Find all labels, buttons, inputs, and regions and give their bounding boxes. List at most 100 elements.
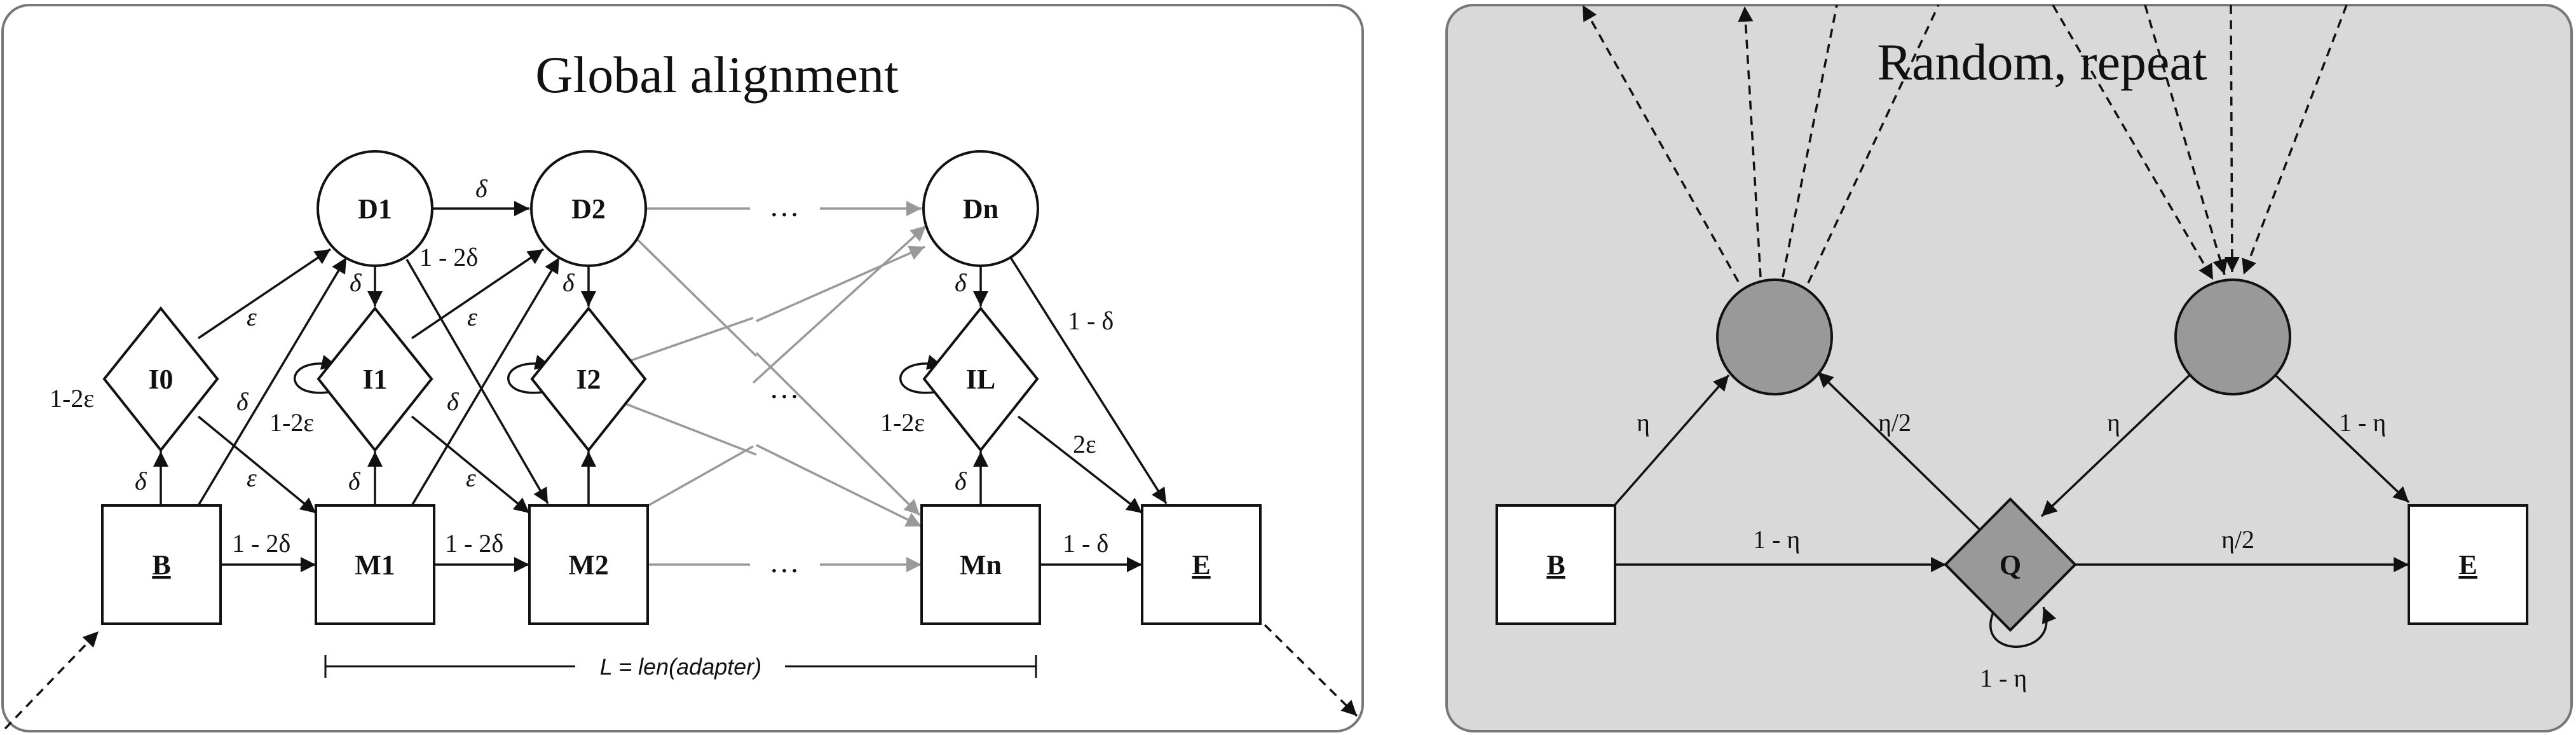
- lbl-d1-i1: δ: [350, 268, 362, 297]
- edge-m2-out-faded: [648, 445, 754, 507]
- dashed-incoming-edges: [2052, 4, 2348, 280]
- loop-q: [1989, 598, 2057, 648]
- dashed-outgoing-edges: [1581, 4, 1940, 284]
- edge-in-b-dashed: [4, 630, 100, 730]
- ellipsis-bottom: …: [769, 546, 801, 579]
- lbl-il-e: 2ε: [1073, 430, 1096, 458]
- lbl-b-q: 1 - η: [1753, 525, 1800, 554]
- edge-i2-out2-faded: [625, 402, 757, 456]
- node-b-right: [1496, 504, 1616, 625]
- label-d1: D1: [358, 193, 392, 224]
- loop-il: [899, 355, 950, 394]
- edge-b-d1: [197, 257, 348, 506]
- edge-i1-d2: [411, 248, 544, 340]
- edge-e-out-dashed: [1264, 624, 1358, 717]
- dash-in-2: [2144, 4, 2228, 275]
- edge-in-dn2-faded: [756, 245, 925, 322]
- node-i2: [530, 306, 647, 453]
- length-label-bg: [575, 652, 785, 681]
- node-dn: [922, 150, 1039, 267]
- lbl-mn-e: 1 - δ: [1063, 529, 1108, 558]
- dash-in-1: [2052, 4, 2214, 280]
- edge-in-dn-faded: [752, 224, 927, 384]
- edge-in-mn2-faded: [755, 352, 921, 516]
- right-edge-labels: η η/2 η 1 - η 1 - η η/2 1 - η: [1637, 408, 2386, 692]
- lbl-m1-d2: δ: [447, 387, 460, 416]
- node-m2: [528, 504, 649, 625]
- lbl-b-i0: δ: [135, 467, 147, 495]
- label-i1: I1: [362, 364, 387, 395]
- edges-black: [4, 201, 1358, 730]
- edge-labels: δ 1 - 2δ δ δ δ ε ε δ δ 1-2ε 1-2ε 1-2ε ε …: [50, 174, 1114, 558]
- label-d2: D2: [571, 193, 606, 224]
- label-il: IL: [966, 364, 995, 395]
- lbl-i0-m1: ε: [247, 464, 257, 492]
- ellipsis-middle: …: [769, 371, 801, 405]
- node-mn: [920, 504, 1041, 625]
- lbl-i1-self: 1-2ε: [269, 408, 314, 437]
- delete-nodes: [317, 150, 1039, 267]
- lbl-il-self: 1-2ε: [880, 408, 925, 437]
- right-panel-title: Random, repeat: [1877, 33, 2207, 91]
- lbl-d1-d2: δ: [475, 174, 488, 203]
- label-e-right: E: [2458, 549, 2477, 580]
- label-e: E: [1192, 549, 1210, 580]
- label-b-right: B: [1546, 549, 1565, 580]
- edge-d1-m2: [405, 259, 549, 504]
- edge-dn-e: [1009, 257, 1168, 504]
- lbl-q-gray1: η/2: [1878, 408, 1911, 437]
- lbl-d2-i2: δ: [562, 268, 575, 297]
- edges-gray: [625, 201, 927, 572]
- lbl-b-m1: 1 - 2δ: [232, 529, 290, 558]
- label-q: Q: [2000, 549, 2021, 580]
- match-nodes: [101, 504, 1262, 625]
- label-m1: M1: [355, 549, 395, 580]
- lbl-i1-d2: ε: [467, 303, 477, 331]
- dash-in-4: [2242, 4, 2348, 275]
- node-m1: [315, 504, 435, 625]
- edge-i0-d1: [198, 248, 331, 340]
- length-label: L = len(adapter): [600, 654, 762, 680]
- gray-node-left: [1716, 278, 1833, 395]
- node-i1: [317, 306, 433, 453]
- edge-m1-d2: [411, 257, 561, 506]
- dash-out-4: [1807, 4, 1940, 284]
- label-i2: I2: [576, 364, 601, 395]
- ellipsis-top: …: [769, 189, 801, 223]
- edge-gray2-e: [2274, 374, 2410, 504]
- edge-il-e: [1017, 415, 1143, 514]
- random-repeat-panel: Random, repeat B E Q η η/2 η 1 - η 1 -: [1445, 4, 2573, 732]
- edge-gray2-q: [2040, 374, 2191, 518]
- node-i0: [102, 306, 219, 453]
- label-m2: M2: [568, 549, 609, 580]
- lbl-dn-il: δ: [955, 268, 967, 297]
- lbl-mn-il: δ: [955, 467, 967, 495]
- node-il: [922, 306, 1039, 453]
- lbl-gray2-e: 1 - η: [2339, 408, 2386, 437]
- label-i0: I0: [148, 364, 173, 395]
- lbl-q-self: 1 - η: [1980, 664, 2027, 692]
- insert-nodes: [102, 306, 1039, 453]
- label-b: B: [152, 549, 170, 580]
- gray-node-right: [2174, 278, 2291, 395]
- edge-b-gray1: [1613, 374, 1730, 507]
- dash-out-3: [1782, 4, 1838, 278]
- lbl-dn-e: 1 - δ: [1068, 306, 1114, 335]
- lbl-q-e: η/2: [2221, 525, 2254, 554]
- lbl-i1-m2: ε: [466, 464, 476, 492]
- left-panel-title: Global alignment: [535, 46, 899, 104]
- global-alignment-panel: Global alignment: [1, 4, 1364, 732]
- edge-i2-out-faded: [625, 317, 754, 364]
- edge-d2-out-faded: [633, 235, 758, 357]
- edge-i0-m1: [197, 415, 317, 514]
- node-b: [101, 504, 222, 625]
- edge-in-mn-faded: [756, 444, 922, 528]
- lbl-i0-d1: ε: [247, 303, 257, 331]
- lbl-gray2-q: η: [2107, 408, 2120, 437]
- node-e-right: [2408, 504, 2528, 625]
- label-dn: Dn: [963, 193, 998, 224]
- lbl-m1-m2: 1 - 2δ: [445, 529, 503, 558]
- loop-i2: [507, 355, 557, 394]
- right-node-labels: B E Q: [1546, 549, 2477, 580]
